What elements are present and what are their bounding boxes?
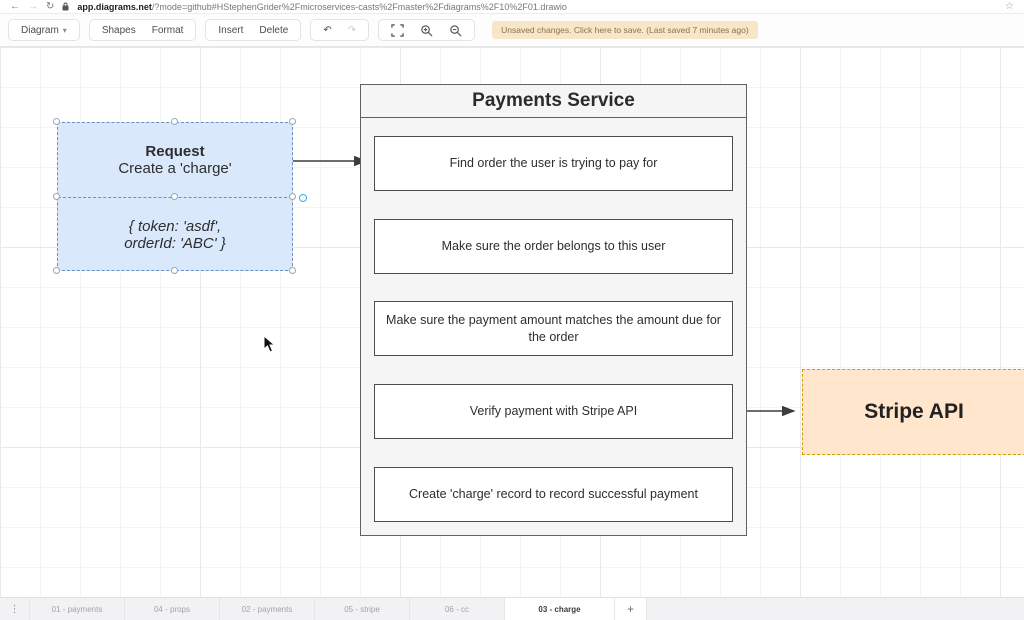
request-payload-line1: { token: 'asdf',	[128, 218, 222, 235]
undo-icon[interactable]: ↶	[323, 24, 332, 36]
chevron-down-icon: ▾	[62, 25, 67, 35]
diagram-menu-group: Diagram ▾	[8, 19, 80, 41]
selection-handle-w[interactable]	[53, 193, 60, 200]
back-icon[interactable]: ←	[10, 0, 20, 12]
diagram-canvas[interactable]: Payments Service Find order the user is …	[0, 47, 1024, 597]
stripe-api-shape[interactable]: Stripe API	[802, 369, 1024, 455]
edit-group: Insert Delete	[205, 19, 302, 41]
selection-handle-sw[interactable]	[53, 267, 60, 274]
selection-handle-n[interactable]	[171, 118, 178, 125]
selection-handle-se[interactable]	[289, 267, 296, 274]
request-payload-line2: orderId: 'ABC' }	[124, 235, 226, 252]
forward-icon[interactable]: →	[28, 0, 38, 12]
editor-toolbar: Diagram ▾ Shapes Format Insert Delete ↶ …	[0, 14, 1024, 47]
delete-button[interactable]: Delete	[259, 24, 289, 36]
selection-handle-s[interactable]	[171, 267, 178, 274]
mouse-cursor	[263, 335, 276, 353]
format-button[interactable]: Format	[151, 24, 184, 36]
step-find-order[interactable]: Find order the user is trying to pay for	[374, 136, 733, 191]
page-tabs-bar: ⋮ 01 - payments 04 - props 02 - payments…	[0, 597, 1024, 620]
selection-handle-e[interactable]	[289, 193, 296, 200]
bookmark-star-icon[interactable]: ☆	[1005, 1, 1014, 12]
request-title: Request	[145, 143, 205, 160]
stripe-api-label: Stripe API	[864, 400, 964, 423]
tab-03-charge[interactable]: 03 - charge	[505, 598, 615, 620]
fit-page-icon[interactable]	[383, 21, 412, 40]
step-verify-payment[interactable]: Verify payment with Stripe API	[374, 384, 733, 439]
reload-icon[interactable]: ↻	[46, 0, 55, 12]
rotate-handle[interactable]	[299, 194, 307, 202]
tab-06-cc[interactable]: 06 - cc	[410, 598, 505, 620]
diagram-menu-button[interactable]: Diagram ▾	[21, 24, 67, 36]
tab-01-payments[interactable]: 01 - payments	[30, 598, 125, 620]
history-group: ↶ ↷	[310, 19, 370, 41]
selection-handle-nw[interactable]	[53, 118, 60, 125]
zoom-group	[378, 19, 476, 41]
step-amount-matches[interactable]: Make sure the payment amount matches the…	[374, 301, 733, 356]
zoom-out-icon[interactable]	[441, 21, 470, 40]
insert-button[interactable]: Insert	[218, 24, 244, 36]
request-header[interactable]: Request Create a 'charge'	[58, 123, 292, 198]
step-order-belongs[interactable]: Make sure the order belongs to this user	[374, 219, 733, 274]
redo-icon[interactable]: ↷	[347, 24, 357, 36]
request-payload[interactable]: { token: 'asdf', orderId: 'ABC' }	[58, 199, 292, 271]
url-path: /?mode=github#HStephenGrider%2Fmicroserv…	[151, 1, 567, 12]
shapes-button[interactable]: Shapes	[101, 24, 136, 36]
browser-navbar: ← → ↻ app.diagrams.net/?mode=github#HSte…	[0, 0, 1024, 14]
add-page-button[interactable]: +	[615, 598, 647, 620]
payments-service-title: Payments Service	[361, 85, 746, 118]
unsaved-changes-banner[interactable]: Unsaved changes. Click here to save. (La…	[492, 21, 758, 39]
tab-04-props[interactable]: 04 - props	[125, 598, 220, 620]
selection-handle-ne[interactable]	[289, 118, 296, 125]
panels-group: Shapes Format	[88, 19, 197, 41]
tab-05-stripe[interactable]: 05 - stripe	[315, 598, 410, 620]
pages-menu-icon[interactable]: ⋮	[0, 598, 30, 620]
selection-handle-mid[interactable]	[171, 193, 178, 200]
request-subtitle: Create a 'charge'	[118, 160, 232, 177]
tab-02-payments[interactable]: 02 - payments	[220, 598, 315, 620]
zoom-in-icon[interactable]	[412, 21, 441, 40]
address-bar[interactable]: app.diagrams.net/?mode=github#HStephenGr…	[77, 2, 566, 12]
url-domain: app.diagrams.net	[77, 1, 152, 12]
lock-icon	[62, 0, 69, 16]
request-shape[interactable]: Request Create a 'charge' { token: 'asdf…	[57, 122, 293, 271]
step-create-charge[interactable]: Create 'charge' record to record success…	[374, 467, 733, 522]
